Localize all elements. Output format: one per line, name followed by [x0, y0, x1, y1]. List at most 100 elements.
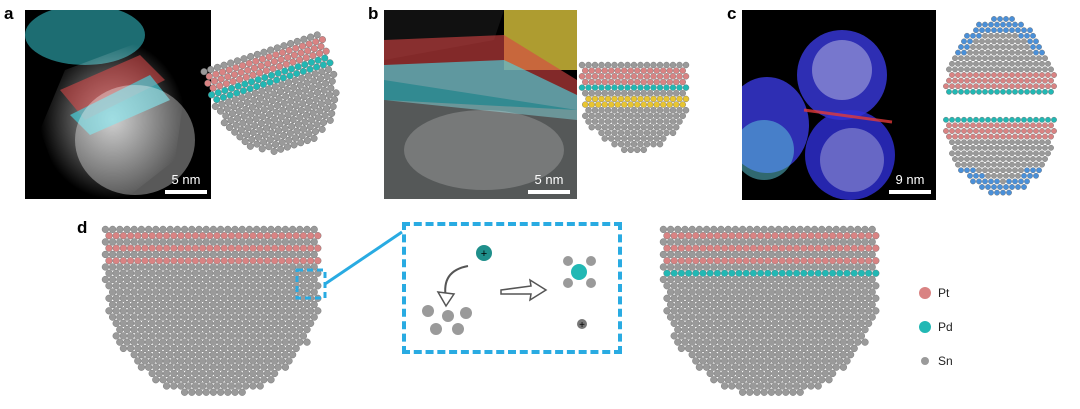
atom [724, 238, 732, 246]
atom [144, 225, 153, 234]
atom [702, 250, 711, 259]
atom [188, 225, 196, 234]
atom [843, 244, 851, 252]
atom [303, 250, 311, 259]
atom [985, 184, 991, 190]
atom [955, 139, 961, 146]
atom [955, 60, 961, 67]
atom [282, 60, 290, 68]
atom [814, 382, 822, 390]
atom [976, 44, 982, 50]
atom [152, 363, 160, 371]
atom [260, 363, 268, 371]
atom [166, 300, 174, 309]
atom [195, 238, 203, 246]
atom [771, 307, 779, 315]
atom [253, 250, 261, 259]
atom [1021, 139, 1027, 146]
atom [643, 95, 651, 103]
atom [728, 332, 736, 340]
atom [803, 288, 812, 296]
atom [1018, 88, 1024, 95]
atom [982, 133, 988, 140]
atom [800, 282, 808, 290]
atom [724, 351, 732, 359]
atom [771, 282, 779, 290]
atom [785, 282, 793, 290]
atom [259, 55, 267, 63]
atom [782, 263, 790, 271]
atom [811, 376, 819, 384]
atom [162, 319, 171, 327]
atom [825, 275, 833, 284]
atom [317, 42, 325, 50]
atom [803, 275, 812, 284]
atom [669, 61, 677, 69]
atom [112, 319, 120, 327]
atom [177, 294, 185, 302]
atom [949, 83, 955, 90]
atom [314, 244, 322, 252]
atom [653, 124, 660, 131]
atom [249, 357, 257, 365]
atom [292, 307, 300, 315]
atom [242, 307, 250, 315]
atom [285, 307, 293, 315]
atom [643, 140, 651, 148]
atom [260, 238, 268, 246]
atom [814, 357, 822, 365]
atom [261, 131, 269, 139]
atom [1027, 72, 1033, 78]
atom [782, 338, 790, 346]
atom [982, 77, 988, 84]
atom [245, 376, 254, 384]
atom [688, 288, 696, 296]
atom [674, 250, 682, 259]
atom [818, 338, 826, 346]
atom [213, 369, 221, 378]
atom [611, 107, 618, 114]
atom [742, 232, 750, 240]
atom [238, 225, 246, 234]
atom [144, 363, 153, 371]
atom [764, 382, 772, 390]
atom [119, 307, 128, 315]
atom [224, 73, 232, 81]
atom [967, 161, 973, 168]
atom [789, 363, 797, 371]
eds-map-b: 5 nm [384, 10, 577, 199]
atom [958, 133, 964, 140]
scale-bar-b [528, 190, 570, 194]
atom [300, 93, 308, 101]
atom [742, 257, 750, 265]
atom [292, 102, 300, 110]
atom [1006, 178, 1012, 185]
atom [303, 137, 311, 145]
atom [257, 120, 265, 128]
atom [170, 307, 178, 315]
atom [958, 144, 964, 151]
atom [242, 382, 250, 390]
atom [818, 263, 826, 271]
eds-map-a: 5 nm [25, 10, 211, 199]
atom [832, 250, 840, 259]
atom [241, 80, 249, 88]
atom [316, 107, 324, 115]
atom [764, 282, 772, 290]
atom [1000, 167, 1006, 174]
atom [627, 124, 634, 131]
atom [1039, 72, 1045, 78]
atom [191, 244, 200, 252]
atom [973, 49, 979, 56]
atom [141, 282, 149, 290]
atom [250, 96, 258, 104]
atom [634, 78, 641, 86]
atom [681, 250, 689, 259]
atom [296, 56, 304, 64]
atom [785, 382, 793, 390]
atom [134, 244, 142, 252]
atom [720, 244, 729, 252]
atom [1018, 156, 1024, 162]
atom [109, 288, 117, 296]
atom [702, 275, 711, 284]
